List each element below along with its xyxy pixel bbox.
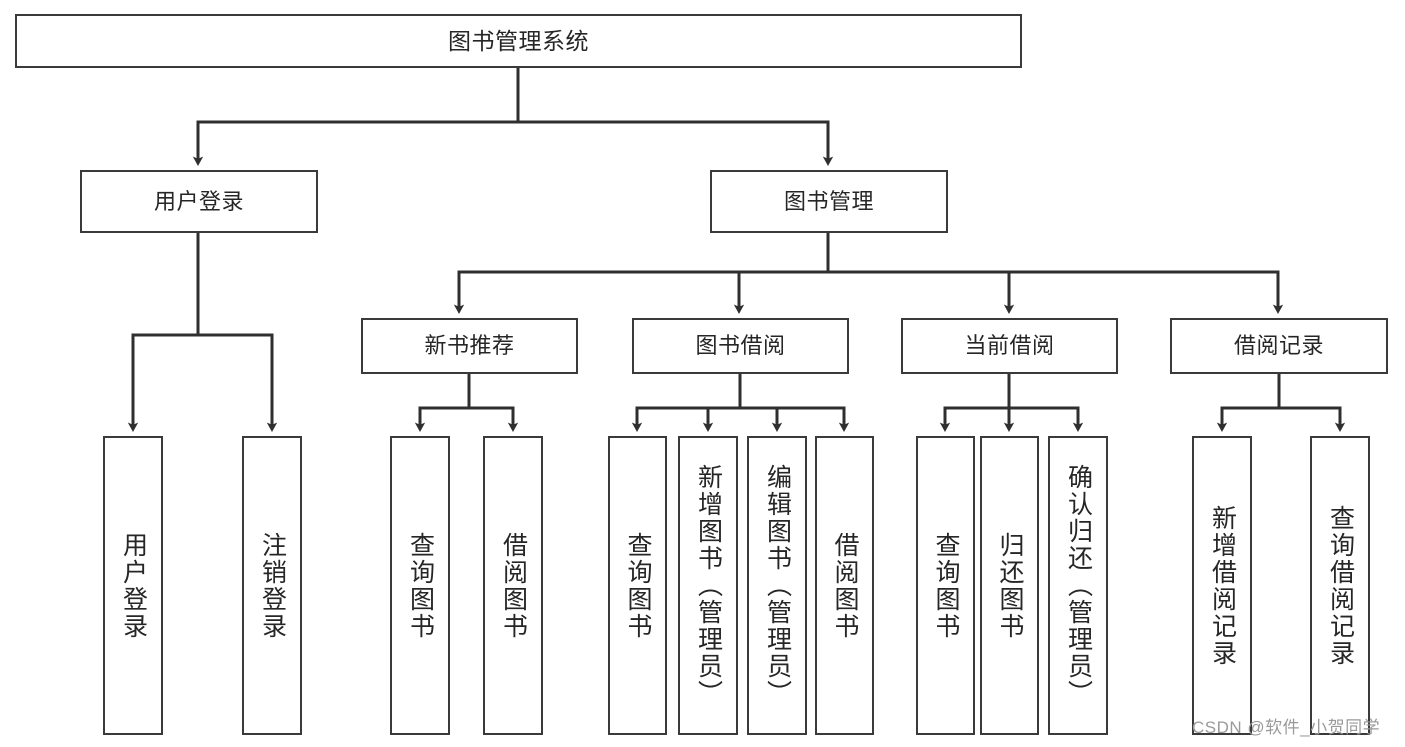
leaf-add-borrow-record[interactable]: 新增借阅记录 [1192, 436, 1252, 735]
leaf-edit-book-admin[interactable]: 编辑图书（管理员） [747, 436, 807, 735]
node-label: 图书管理 [783, 188, 874, 214]
leaf-query-book-recommend[interactable]: 查询图书 [390, 436, 450, 735]
node-borrow-record[interactable]: 借阅记录 [1170, 318, 1388, 374]
leaf-confirm-return-admin[interactable]: 确认归还（管理员） [1048, 436, 1108, 735]
node-label: 编辑图书（管理员） [763, 464, 792, 707]
leaf-query-book-borrow[interactable]: 查询图书 [608, 436, 667, 735]
node-label: 图书管理系统 [448, 27, 589, 54]
node-label: 当前借阅 [964, 333, 1055, 359]
leaf-borrow-book-recommend[interactable]: 借阅图书 [483, 436, 543, 735]
node-label: 借阅记录 [1233, 333, 1324, 359]
csdn-watermark: CSDN @软件_小贺同学 [1192, 718, 1381, 737]
node-new-book-recommend[interactable]: 新书推荐 [361, 318, 578, 374]
node-label: 查询图书 [624, 531, 652, 640]
node-label: 查询借阅记录 [1326, 504, 1355, 667]
node-book-borrow[interactable]: 图书借阅 [632, 318, 849, 374]
leaf-query-book-current[interactable]: 查询图书 [916, 436, 975, 735]
node-label: 借阅图书 [831, 531, 859, 640]
node-label: 确认归还（管理员） [1064, 464, 1093, 707]
leaf-borrow-book[interactable]: 借阅图书 [815, 436, 874, 735]
node-label: 借阅图书 [499, 531, 528, 640]
node-label: 新增图书（管理员） [694, 464, 723, 707]
leaf-query-borrow-record[interactable]: 查询借阅记录 [1310, 436, 1370, 735]
node-label: 归还图书 [996, 531, 1024, 640]
node-label: 新书推荐 [424, 333, 515, 359]
leaf-user-login[interactable]: 用户登录 [103, 436, 163, 735]
node-root-system[interactable]: 图书管理系统 [15, 14, 1022, 68]
node-label: 查询图书 [406, 531, 435, 640]
node-label: 用户登录 [119, 531, 148, 640]
leaf-return-book[interactable]: 归还图书 [980, 436, 1039, 735]
node-label: 用户登录 [153, 188, 244, 214]
node-current-borrow[interactable]: 当前借阅 [901, 318, 1118, 374]
node-label: 注销登录 [258, 531, 287, 640]
leaf-add-book-admin[interactable]: 新增图书（管理员） [678, 436, 738, 735]
node-label: 新增借阅记录 [1208, 504, 1237, 667]
node-label: 查询图书 [932, 531, 960, 640]
node-user-login[interactable]: 用户登录 [80, 170, 318, 233]
node-label: 图书借阅 [695, 333, 786, 359]
node-book-management[interactable]: 图书管理 [710, 170, 948, 233]
leaf-logout[interactable]: 注销登录 [242, 436, 302, 735]
